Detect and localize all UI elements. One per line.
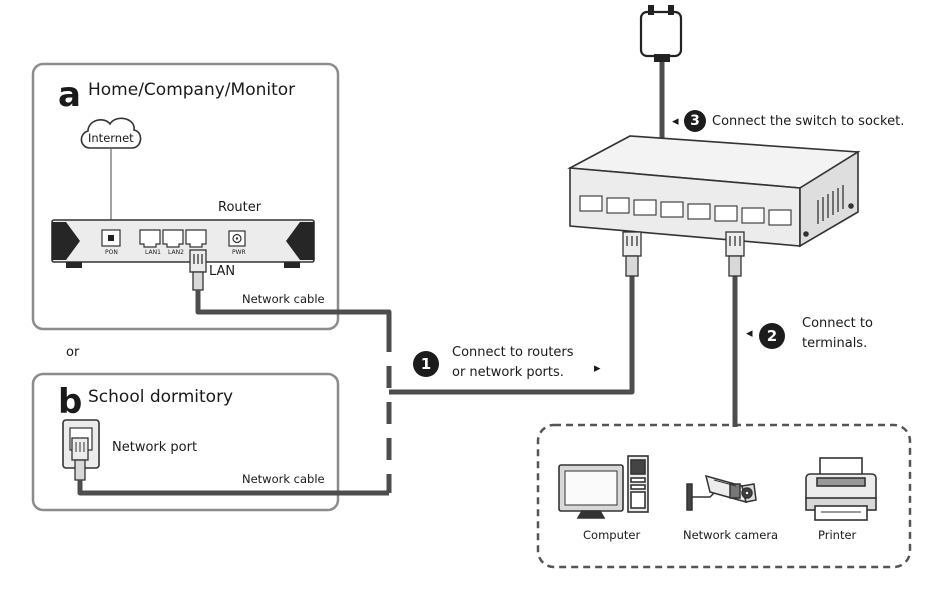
step-1-arrow-icon: ▸ bbox=[594, 361, 601, 376]
panel-b-frame bbox=[31, 372, 340, 512]
step-1-badge: 1 bbox=[413, 351, 439, 377]
step-1-line2: or network ports. bbox=[452, 365, 564, 380]
network-cable-a bbox=[195, 290, 392, 330]
panel-b-title: School dormitory bbox=[88, 387, 234, 407]
pon-label: PON bbox=[105, 249, 118, 256]
pwr-label: PWR bbox=[232, 249, 246, 256]
network-camera-icon bbox=[686, 474, 757, 511]
switch-plug-terminal bbox=[725, 231, 745, 277]
step-2-line2: terminals. bbox=[802, 336, 868, 351]
network-camera-label: Network camera bbox=[683, 528, 779, 542]
step-1-line1: Connect to routers bbox=[452, 345, 574, 360]
panel-a-title: Home/Company/Monitor bbox=[88, 80, 296, 100]
lan2-port bbox=[162, 229, 184, 248]
lan3-port bbox=[185, 229, 207, 248]
lan2-label: LAN2 bbox=[168, 249, 184, 256]
computer-label: Computer bbox=[583, 528, 641, 542]
or-label: or bbox=[66, 345, 80, 360]
terminals-frame bbox=[536, 423, 912, 569]
printer-label: Printer bbox=[818, 528, 857, 542]
step-2-badge: 2 bbox=[759, 323, 785, 349]
power-adapter-icon bbox=[639, 5, 683, 62]
step-3-badge: 3 bbox=[684, 110, 706, 132]
network-port-label: Network port bbox=[112, 440, 198, 455]
network-cable-switch-uplink bbox=[389, 276, 635, 395]
printer-icon bbox=[805, 457, 877, 521]
cable-label-b: Network cable bbox=[242, 472, 325, 486]
lan1-port bbox=[139, 229, 161, 248]
network-switch-icon bbox=[567, 135, 861, 248]
panel-a-frame bbox=[31, 62, 340, 331]
router-label: Router bbox=[218, 200, 262, 215]
panel-a-letter: a bbox=[58, 75, 81, 115]
internet-label: Internet bbox=[88, 131, 134, 145]
step-3-arrow-icon: ◂ bbox=[672, 114, 679, 129]
step-2-arrow-icon: ◂ bbox=[746, 326, 753, 341]
step-2-line1: Connect to bbox=[802, 316, 873, 331]
cable-label-a: Network cable bbox=[242, 292, 325, 306]
lan1-label: LAN1 bbox=[145, 249, 161, 256]
lan-label: LAN bbox=[209, 264, 236, 279]
rj45-plug-icon bbox=[189, 249, 207, 291]
wall-port-icon bbox=[62, 419, 100, 481]
panel-b-letter: b bbox=[58, 382, 83, 422]
step-3-line1: Connect the switch to socket. bbox=[712, 114, 905, 129]
computer-icon bbox=[558, 455, 649, 519]
network-cable-b bbox=[77, 480, 389, 496]
router-icon bbox=[51, 219, 315, 268]
switch-plug-uplink bbox=[622, 231, 642, 277]
cloud-icon bbox=[80, 117, 142, 149]
